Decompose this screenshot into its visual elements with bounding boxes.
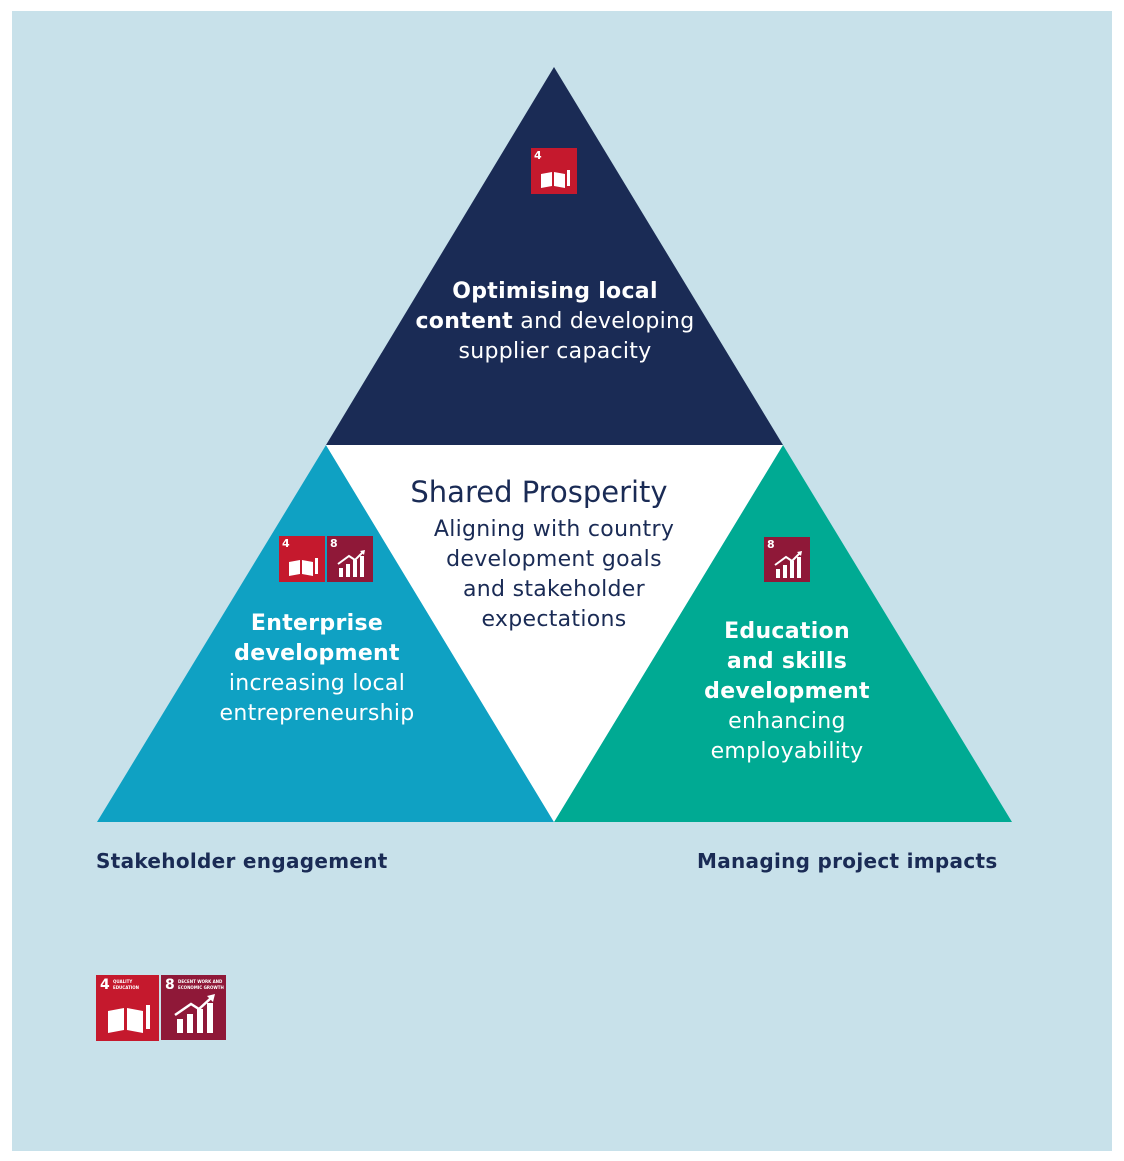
right-text: Education and skills development enhanci… (662, 617, 912, 767)
right-bold-3: development (704, 679, 870, 704)
top-triangle (326, 67, 783, 445)
sdg-4-quality-education-icon: 4 (531, 148, 577, 194)
center-line-2: development goals (446, 547, 662, 572)
center-triangle (326, 445, 783, 822)
right-triangle (554, 445, 1012, 822)
right-line-4: enhancing (728, 709, 846, 734)
top-line-3: supplier capacity (458, 339, 652, 364)
right-line-5: employability (710, 739, 864, 764)
center-line-1: Aligning with country (433, 517, 675, 542)
right-bold-1: Education (724, 619, 850, 644)
sdg-8-decent-work-icon: 8 DECENT WORK AND ECONOMIC GROWTH (161, 975, 226, 1040)
top-bold-1: Optimising local (452, 279, 658, 304)
left-bold-2: development (234, 641, 400, 666)
right-bold-2: and skills (726, 649, 848, 674)
center-line-4: expectations (481, 607, 627, 632)
sdg-8-decent-work-icon: 8 (327, 536, 373, 582)
managing-project-impacts-label: Managing project impacts (697, 849, 998, 873)
top-text: Optimising local content and developing … (400, 277, 710, 367)
left-triangle (97, 445, 554, 822)
stakeholder-engagement-label: Stakeholder engagement (96, 849, 388, 873)
sdg-8-decent-work-icon: 8 (764, 537, 810, 582)
center-text: Aligning with country development goals … (399, 515, 709, 635)
sdg-4-quality-education-icon: 4 QUALITY EDUCATION (96, 975, 159, 1041)
sdg-4-quality-education-icon: 4 (279, 536, 325, 582)
center-title: Shared Prosperity (410, 475, 668, 509)
left-line-4: entrepreneurship (219, 701, 415, 726)
top-rest-2: and developing (513, 309, 695, 334)
center-line-3: and stakeholder (462, 577, 645, 602)
left-line-3: increasing local (228, 671, 406, 696)
left-text: Enterprise development increasing local … (192, 609, 442, 729)
top-bold-2: content (415, 309, 514, 334)
left-bold-1: Enterprise (250, 611, 384, 636)
